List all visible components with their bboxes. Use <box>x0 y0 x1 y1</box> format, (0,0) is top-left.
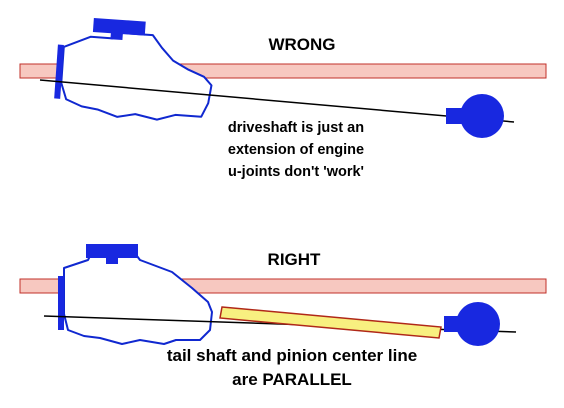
right-carb-stem <box>106 256 118 264</box>
wrong-caption-line-2: extension of engine <box>228 142 364 158</box>
right-caption-line-2: are PARALLEL <box>232 370 352 389</box>
wrong-caption-line-3: u-joints don't 'work' <box>228 164 364 180</box>
wrong-title: WRONG <box>268 35 335 54</box>
right-bellhousing-flange <box>58 276 64 330</box>
wrong-air-cleaner <box>92 17 146 36</box>
right-section: RIGHT tail shaft and pinion center line … <box>19 244 547 389</box>
wrong-center-line <box>39 79 515 123</box>
wrong-bellhousing-flange <box>54 44 64 99</box>
right-title: RIGHT <box>268 250 322 269</box>
wrong-engine-block <box>60 32 213 121</box>
right-caption-line-1: tail shaft and pinion center line <box>167 346 417 365</box>
wrong-section: WRONG driveshaft is just an extension of… <box>19 17 547 180</box>
right-engine-assembly <box>58 244 213 345</box>
wrong-caption-line-1: driveshaft is just an <box>228 120 364 136</box>
wrong-engine-assembly <box>54 17 213 121</box>
right-driveshaft <box>219 306 442 339</box>
right-rear-axle <box>444 302 500 346</box>
wrong-carb-stem <box>110 31 123 41</box>
right-pinion-yoke <box>444 316 478 332</box>
wrong-pinion-yoke <box>446 108 482 124</box>
right-air-cleaner <box>86 244 138 258</box>
right-engine-block <box>63 251 213 345</box>
wrong-rear-axle <box>446 94 504 138</box>
